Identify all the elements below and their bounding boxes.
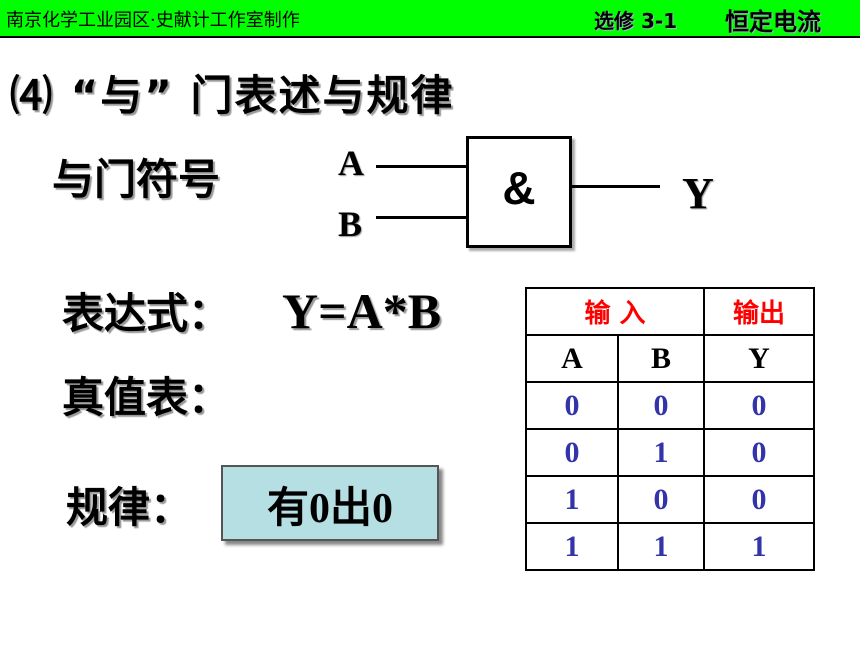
header-credit: 南京化学工业园区·史献计工作室制作 [6,10,300,31]
input-b-wire [376,216,466,219]
table-row: 1 0 0 [525,475,815,524]
cell-y: 1 [703,522,815,571]
slide-title: ⑷ “与” 门表述与规律 [10,71,455,120]
cell-a: 0 [525,428,619,477]
table-row: 1 1 1 [525,522,815,571]
cell-a: 0 [525,381,619,430]
gate-input-a: A [338,143,364,183]
cell-b: 1 [617,428,705,477]
and-gate-symbol: & [502,162,536,214]
cell-b: 0 [617,475,705,524]
cell-b: 1 [617,522,705,571]
column-header-a: A [525,334,619,383]
input-a-wire [376,165,466,168]
cell-b: 0 [617,381,705,430]
table-row: 0 0 0 [525,381,815,430]
table-row: 0 1 0 [525,428,815,477]
column-header-b: B [617,334,705,383]
gate-symbol-label: 与门符号 [52,155,221,204]
cell-y: 0 [703,475,815,524]
output-wire [572,185,660,188]
rule-value: 有0出0 [266,486,393,532]
header-course: 选修 3-1 [594,9,678,33]
input-group-header: 输 入 [525,287,705,336]
truth-table-label: 真值表： [62,373,231,422]
output-group-header: 输出 [703,287,815,336]
and-gate-box: & [466,136,572,248]
rule-box: 有0出0 [221,465,439,541]
truth-table-group-header: 输 入 输出 [525,287,815,336]
rule-label: 规律： [66,483,193,532]
cell-a: 1 [525,475,619,524]
header-bar: 南京化学工业园区·史献计工作室制作 选修 3-1 恒定电流 [0,0,860,38]
expression-label: 表达式： [62,289,231,338]
column-header-y: Y [703,334,815,383]
truth-table: 输 入 输出 A B Y 0 0 0 0 1 0 1 0 0 1 1 1 [525,287,815,571]
gate-output-y: Y [682,169,714,218]
cell-y: 0 [703,381,815,430]
gate-input-b: B [338,204,363,244]
truth-table-column-header: A B Y [525,334,815,383]
cell-y: 0 [703,428,815,477]
boolean-expression: Y=A*B [282,283,442,339]
header-topic: 恒定电流 [725,8,821,36]
cell-a: 1 [525,522,619,571]
